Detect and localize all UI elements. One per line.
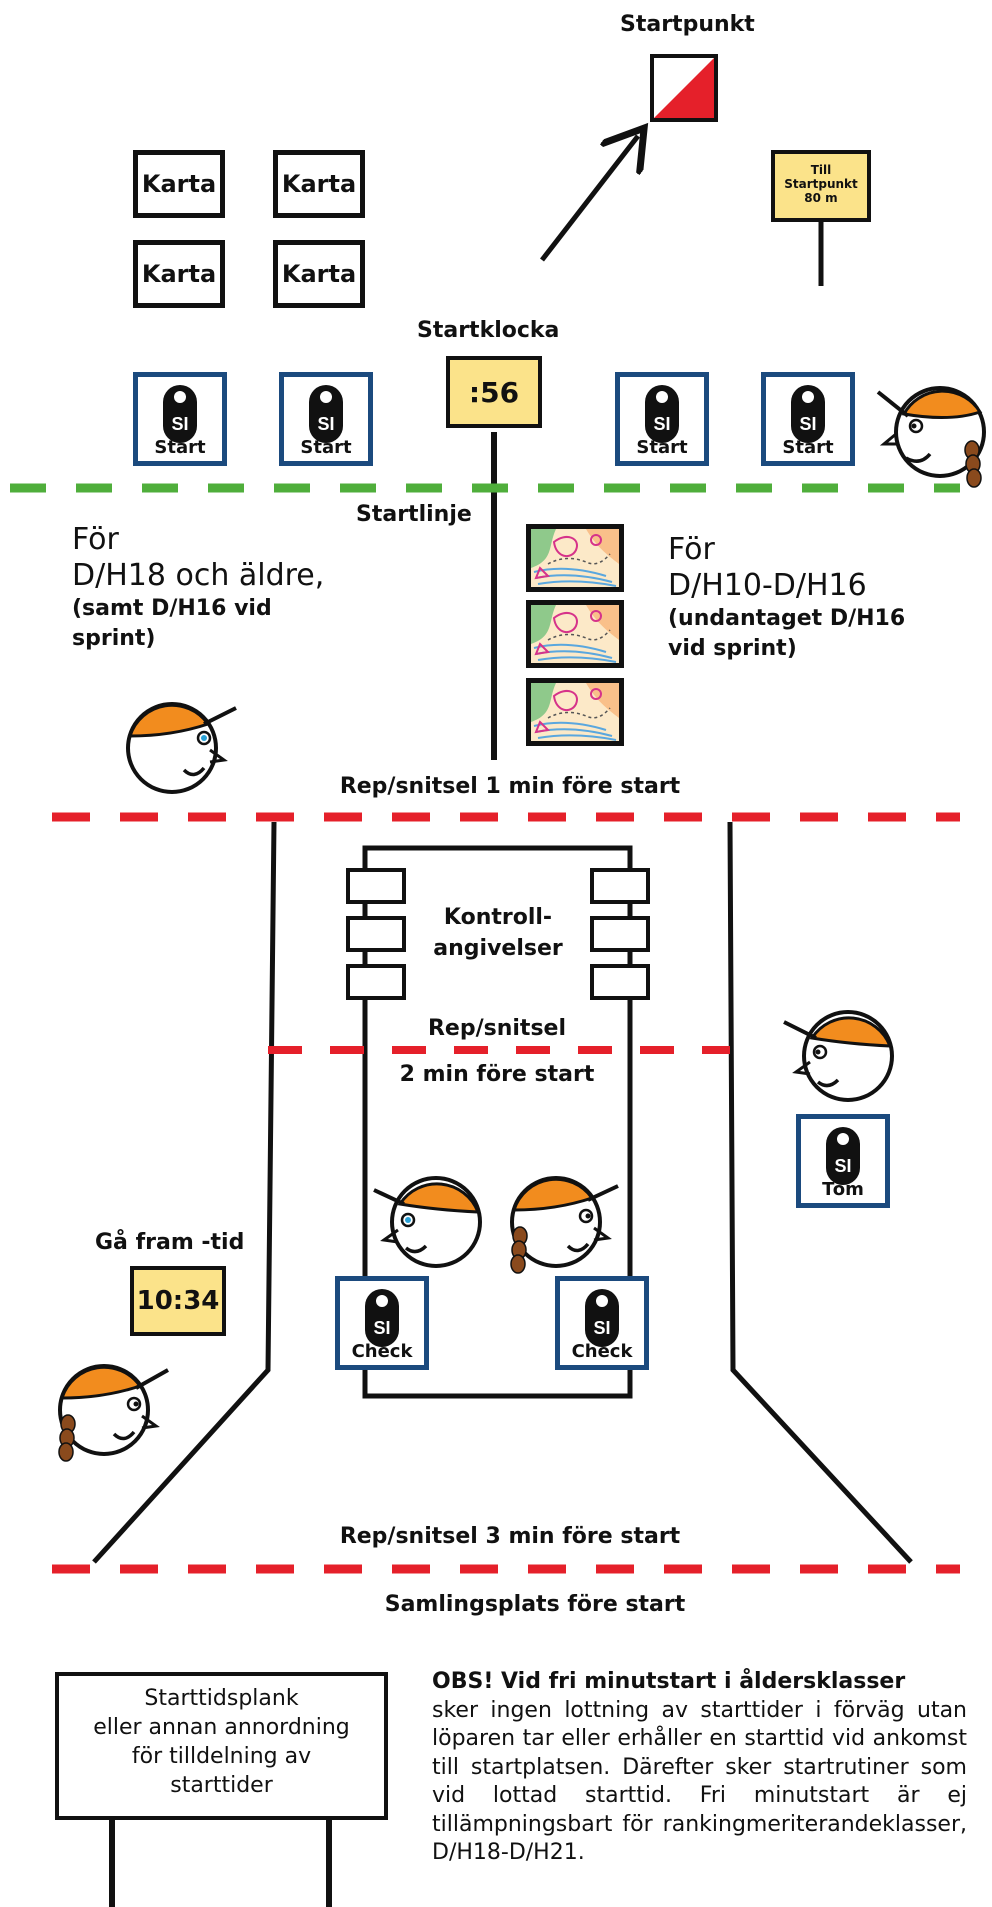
samlingsplats-label: Samlingsplats före start: [384, 1592, 686, 1617]
starttidsplank-board: [55, 1672, 388, 1820]
younger-class-group: För D/H10-D/H16 (undantaget D/H16 vid sp…: [668, 532, 906, 661]
svg-text:SI: SI: [653, 414, 670, 434]
control-descriptions-label: Kontroll- angivelser: [433, 905, 563, 961]
svg-text:SI: SI: [799, 414, 816, 434]
si-check-unit: SI Check: [555, 1276, 649, 1370]
map-thumbnail: [525, 677, 625, 747]
control-table: [362, 845, 633, 1399]
karta-box: Karta: [273, 150, 365, 218]
startlinje-label: Startlinje: [356, 502, 472, 527]
si-clear-unit: SI Töm: [796, 1114, 890, 1208]
si-start-unit: SI Start: [133, 372, 227, 466]
rep-2min-label-bottom: 2 min före start: [399, 1062, 595, 1087]
startpunkt-label: Startpunkt: [620, 12, 755, 37]
distance-sign-text: Till Startpunkt 80 m: [784, 163, 858, 205]
map-thumbnail: [525, 523, 625, 593]
si-start-unit: SI Start: [761, 372, 855, 466]
svg-text:SI: SI: [373, 1318, 390, 1338]
table-slots-left: [346, 868, 406, 1000]
svg-text:SI: SI: [834, 1156, 851, 1176]
si-start-unit: SI Start: [615, 372, 709, 466]
karta-box: Karta: [133, 240, 225, 308]
si-unit-icon: SI: [309, 385, 343, 443]
corridor-left: [92, 821, 277, 1564]
ga-fram-clock: 10:34: [130, 1266, 226, 1336]
runner-head-girl: [58, 1364, 169, 1462]
runner-head-girl: [876, 386, 986, 488]
runner-head-boy: [783, 1010, 894, 1102]
si-start-unit: SI Start: [279, 372, 373, 466]
si-unit-icon: SI: [826, 1127, 860, 1185]
distance-sign: [771, 150, 871, 222]
map-thumbnail: [525, 599, 625, 669]
si-unit-icon: SI: [365, 1289, 399, 1347]
runner-head-girl: [510, 1176, 619, 1274]
table-slots-right: [590, 868, 650, 1000]
karta-box: Karta: [133, 150, 225, 218]
svg-text:SI: SI: [317, 414, 334, 434]
karta-box: Karta: [273, 240, 365, 308]
rep-3min-label: Rep/snitsel 3 min före start: [339, 1524, 681, 1549]
svg-text:SI: SI: [593, 1318, 610, 1338]
start-clock: :56: [446, 356, 542, 428]
si-check-unit: SI Check: [335, 1276, 429, 1370]
rep-1min-label: Rep/snitsel 1 min före start: [339, 774, 681, 799]
startklocka-label: Startklocka: [417, 318, 560, 343]
si-unit-icon: SI: [163, 385, 197, 443]
runner-head-boy: [373, 1176, 482, 1268]
rep-2min-label-top: Rep/snitsel: [427, 1016, 566, 1041]
ga-fram-label: Gå fram -tid: [95, 1230, 245, 1255]
startpunkt-flag: [650, 54, 718, 122]
si-unit-icon: SI: [585, 1289, 619, 1347]
corridor-right: [727, 821, 913, 1564]
fri-minutstart-note: OBS! Vid fri minutstart i åldersklasser …: [432, 1669, 967, 1865]
older-class-group: För D/H18 och äldre, (samt D/H16 vid spr…: [72, 522, 325, 651]
si-unit-icon: SI: [645, 385, 679, 443]
svg-text:SI: SI: [171, 414, 188, 434]
direction-arrow: [540, 136, 638, 262]
starttidsplank-text: Starttidsplank eller annan annordning fö…: [93, 1686, 350, 1798]
si-unit-icon: SI: [791, 385, 825, 443]
runner-head-boy: [126, 702, 237, 794]
